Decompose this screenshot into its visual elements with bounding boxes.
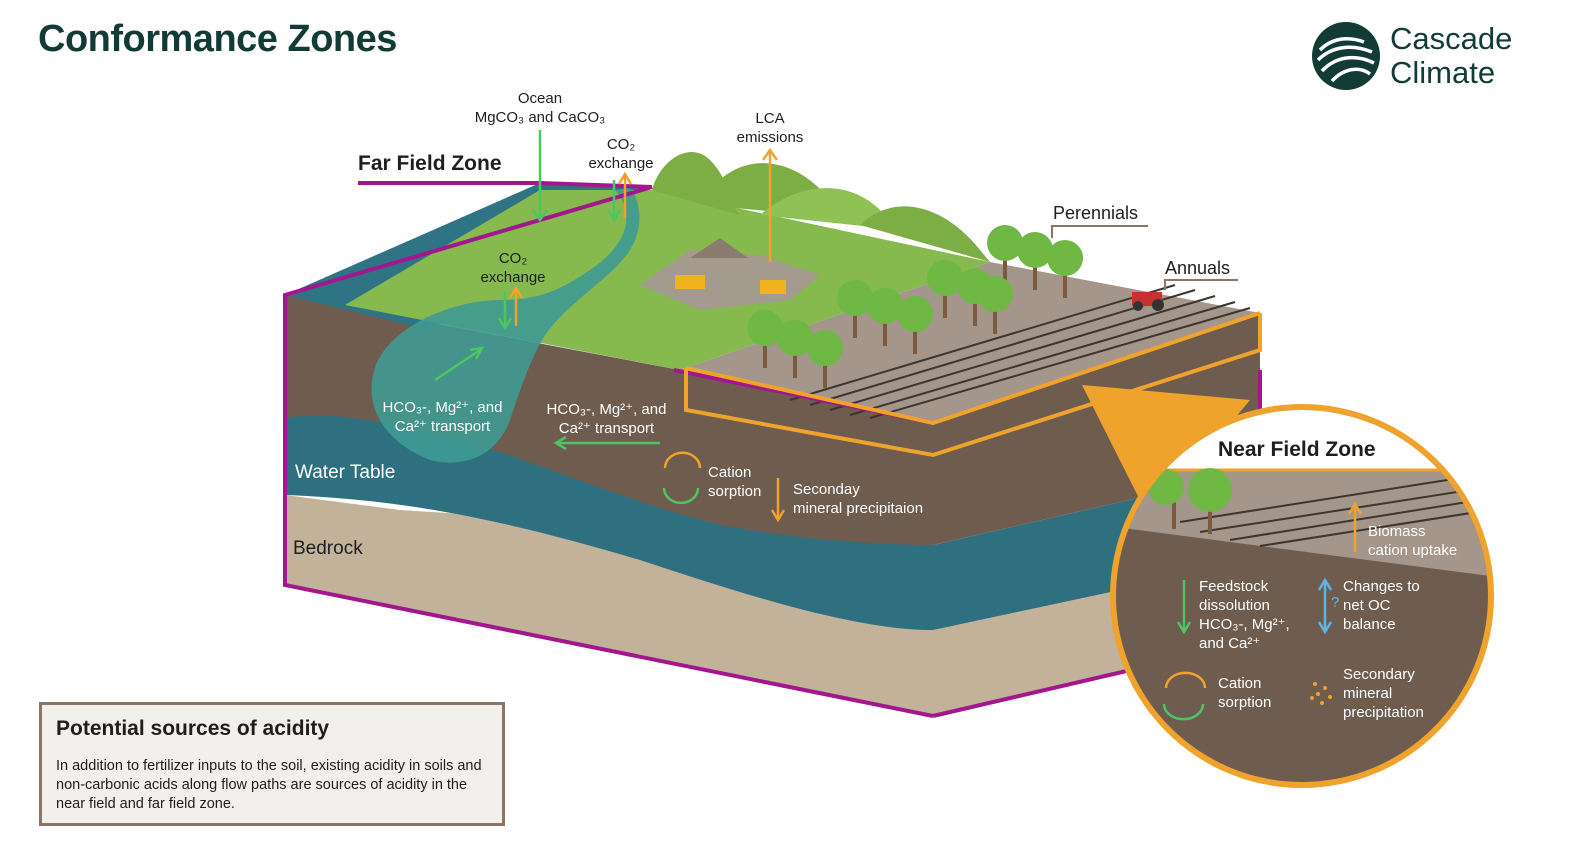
nf-secmin-line3: precipitation: [1343, 704, 1424, 721]
logo-line-1: Cascade: [1390, 21, 1513, 56]
annuals-label: Annuals: [1165, 258, 1231, 278]
feedstock-line1: Feedstock: [1199, 578, 1269, 595]
cation-sorption-line2: sorption: [708, 483, 762, 500]
tractor: [1132, 292, 1164, 311]
nf-secondary-mineral-label: Secondary mineral precipitation: [1343, 665, 1424, 722]
co2-river-line1: CO₂: [498, 250, 528, 267]
co2-top-line2: exchange: [588, 155, 654, 172]
oc-line2: net OC: [1343, 597, 1391, 614]
oc-line3: balance: [1343, 616, 1396, 633]
nf-cation-sorption-label: Cation sorption: [1218, 674, 1271, 712]
perennials-label: Perennials: [1053, 203, 1139, 223]
lca-emissions-label: LCA emissions: [725, 109, 815, 147]
feedstock-line3: HCO₃-, Mg²⁺,: [1199, 616, 1290, 633]
bedrock-label: Bedrock: [293, 538, 363, 559]
far-field-zone-label: Far Field Zone: [358, 152, 502, 175]
secondary-line2: mineral precipitaion: [793, 500, 924, 517]
biomass-line1: Biomass: [1368, 523, 1426, 540]
feedstock-line2: dissolution: [1199, 597, 1270, 614]
transport-right-label: HCO₃-, Mg²⁺, and Ca²⁺ transport: [534, 400, 679, 438]
feedstock-line4: and Ca²⁺: [1199, 635, 1261, 652]
annuals-leader: [1164, 279, 1238, 290]
water-table-layer: [285, 412, 1260, 630]
nf-cation-line1: Cation: [1218, 675, 1262, 692]
ocean-label-line2: MgCO₃ and CaCO₃: [474, 109, 606, 126]
cascade-climate-logo: Cascade Climate: [1310, 20, 1550, 96]
acidity-box-title: Potential sources of acidity: [56, 717, 330, 740]
transport-left-line1: HCO₃-, Mg²⁺, and: [382, 399, 503, 416]
nf-cation-line2: sorption: [1218, 694, 1272, 711]
transport-right-line2: Ca²⁺ transport: [558, 420, 655, 437]
net-oc-balance-label: Changes to net OC balance: [1343, 577, 1420, 634]
near-field-callout-pointer: [1082, 385, 1250, 520]
ocean-label-line1: Ocean: [517, 90, 563, 107]
transport-right-line1: HCO₃-, Mg²⁺, and: [546, 401, 667, 418]
biomass-uptake-label: Biomass cation uptake: [1368, 522, 1457, 560]
lca-line2: emissions: [736, 129, 804, 146]
co2-river-line2: exchange: [480, 269, 546, 286]
arrows: [434, 130, 786, 523]
nf-secmin-line1: Secondary: [1343, 666, 1415, 683]
perennial-trees: [747, 225, 1083, 388]
page-title: Conformance Zones: [38, 18, 397, 60]
cascade-wave-icon: [1312, 22, 1380, 90]
cation-sorption-line1: Cation: [708, 464, 752, 481]
ocean-label: Ocean MgCO₃ and CaCO₃: [470, 89, 610, 127]
precipitation-dots-icon: [1310, 682, 1332, 705]
oc-question-mark: ?: [1331, 594, 1340, 611]
field-rows: [789, 284, 1251, 419]
acidity-box-text: In addition to fertilizer inputs to the …: [56, 758, 482, 812]
acidity-info-box: Potential sources of acidity In addition…: [39, 702, 505, 826]
near-field-zone-label: Near Field Zone: [1218, 438, 1376, 461]
perennials-leader: [1051, 225, 1148, 238]
lca-line1: LCA: [755, 110, 785, 127]
transport-left-line2: Ca²⁺ transport: [394, 418, 491, 435]
transport-left-label: HCO₃-, Mg²⁺, and Ca²⁺ transport: [370, 398, 515, 436]
biomass-line2: cation uptake: [1368, 542, 1458, 559]
co2-exchange-top-label: CO₂ exchange: [576, 135, 666, 173]
feedstock-dissolution-label: Feedstock dissolution HCO₃-, Mg²⁺, and C…: [1199, 577, 1290, 653]
oc-line1: Changes to: [1343, 578, 1420, 595]
co2-exchange-river-label: CO₂ exchange: [468, 249, 558, 287]
cation-sorption-label: Cation sorption: [708, 463, 761, 501]
secondary-line1: Seconday: [793, 481, 860, 498]
nf-secmin-line2: mineral: [1343, 685, 1393, 702]
secondary-precipitation-label: Seconday mineral precipitaion: [793, 480, 923, 518]
hills: [652, 151, 990, 262]
water-table-label: Water Table: [295, 462, 396, 483]
mine-site: [640, 238, 820, 310]
near-field-outline: [684, 311, 1262, 458]
co2-top-line1: CO₂: [606, 136, 636, 153]
logo-line-2: Climate: [1390, 55, 1496, 90]
